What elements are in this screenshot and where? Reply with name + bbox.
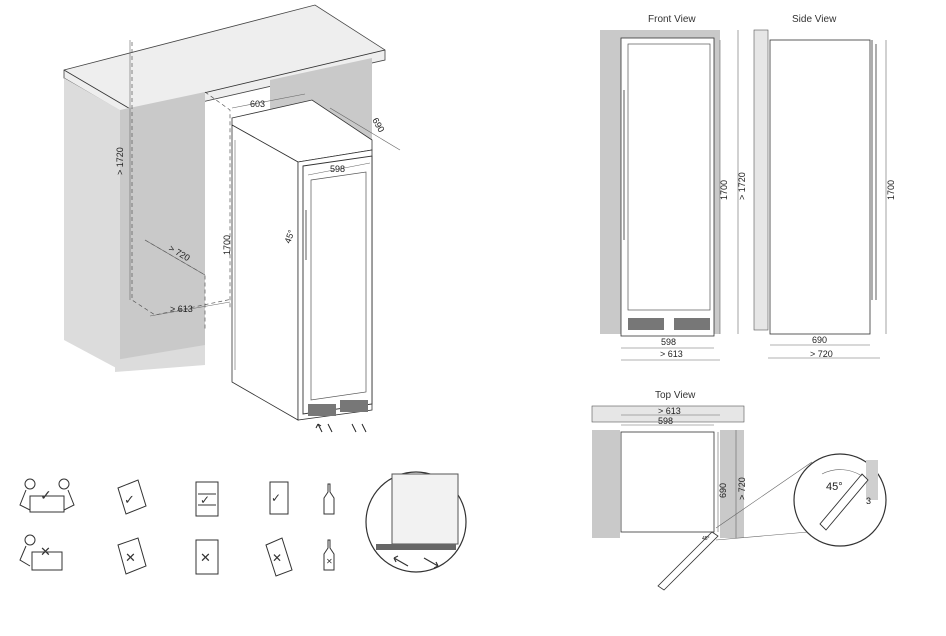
top-door-angle: 45°: [702, 536, 710, 542]
upright-transport-icon: ✓: [269, 481, 289, 515]
iso-door-angle: 45°: [282, 228, 296, 245]
hinge-detail-circle: 45° 3: [793, 453, 887, 547]
airflow-arrows: [315, 423, 367, 433]
side-appliance: [769, 39, 871, 335]
iso-cabinet-height: 1700: [222, 235, 232, 255]
top-width: 598: [658, 416, 673, 426]
top-view: Top View > 613 598 690 > 720 45° 45° 3: [591, 390, 887, 591]
manual-icon-bad: ✕: [117, 537, 147, 575]
front-niche-width: > 613: [660, 349, 683, 359]
top-view-title: Top View: [655, 390, 696, 401]
side-depth: 690: [812, 335, 827, 345]
top-open-door: [657, 531, 719, 591]
vent-detail-circle: [365, 471, 467, 573]
svg-text:✓: ✓: [124, 492, 135, 507]
bottle-icon-bad: ✕: [323, 539, 335, 571]
front-niche-height: > 1720: [737, 172, 747, 200]
detail-gap: 3: [866, 496, 871, 506]
svg-text:✕: ✕: [40, 544, 51, 559]
svg-text:✕: ✕: [326, 557, 333, 566]
side-niche-depth: > 720: [810, 349, 833, 359]
two-person-lift-icon: ✓: [19, 478, 75, 513]
detail-angle: 45°: [826, 481, 843, 493]
iso-niche-width: > 613: [170, 304, 193, 314]
front-view: Front View 1700 > 1720 598 > 613: [600, 14, 747, 361]
storage-warning-icon: ✕: [195, 539, 219, 575]
side-view: Side View 1700 690 > 720: [753, 14, 896, 359]
iso-door-width: 598: [330, 164, 345, 174]
bottle-storage-icon: ✓: [195, 481, 219, 517]
top-depth: 690: [718, 483, 728, 498]
iso-cabinet-width: 603: [250, 99, 265, 109]
top-appliance: [620, 431, 715, 533]
bottle-icon: [323, 483, 335, 515]
one-person-lift-icon: ✕: [19, 534, 63, 571]
svg-text:✓: ✓: [40, 487, 52, 503]
side-view-title: Side View: [792, 14, 837, 25]
svg-text:✕: ✕: [200, 550, 211, 565]
side-wall-hatch: [753, 29, 769, 331]
top-niche-depth: > 720: [737, 477, 747, 500]
top-niche-width: > 613: [658, 406, 681, 416]
iso-installation-view: > 1720 > 720 > 613 603 690 598 1700 45°: [63, 4, 401, 433]
top-wall-hatch: [591, 405, 745, 423]
front-width: 598: [661, 337, 676, 347]
iso-niche-height: > 1720: [115, 147, 125, 175]
svg-text:✕: ✕: [272, 551, 282, 565]
svg-text:✓: ✓: [200, 493, 210, 507]
manual-icon: ✓: [117, 479, 147, 515]
svg-text:✓: ✓: [271, 491, 281, 505]
tilted-transport-icon: ✕: [265, 537, 293, 577]
left-cabinet: [64, 78, 120, 370]
handling-icons: ✓ ✓ ✓ ✓ ✕ ✕ ✕: [19, 471, 467, 577]
front-view-title: Front View: [648, 14, 696, 25]
svg-text:✕: ✕: [125, 550, 136, 565]
side-height: 1700: [886, 180, 896, 200]
front-height: 1700: [719, 180, 729, 200]
iso-cabinet-depth: 690: [370, 116, 386, 134]
appliance-vents: [308, 400, 368, 416]
